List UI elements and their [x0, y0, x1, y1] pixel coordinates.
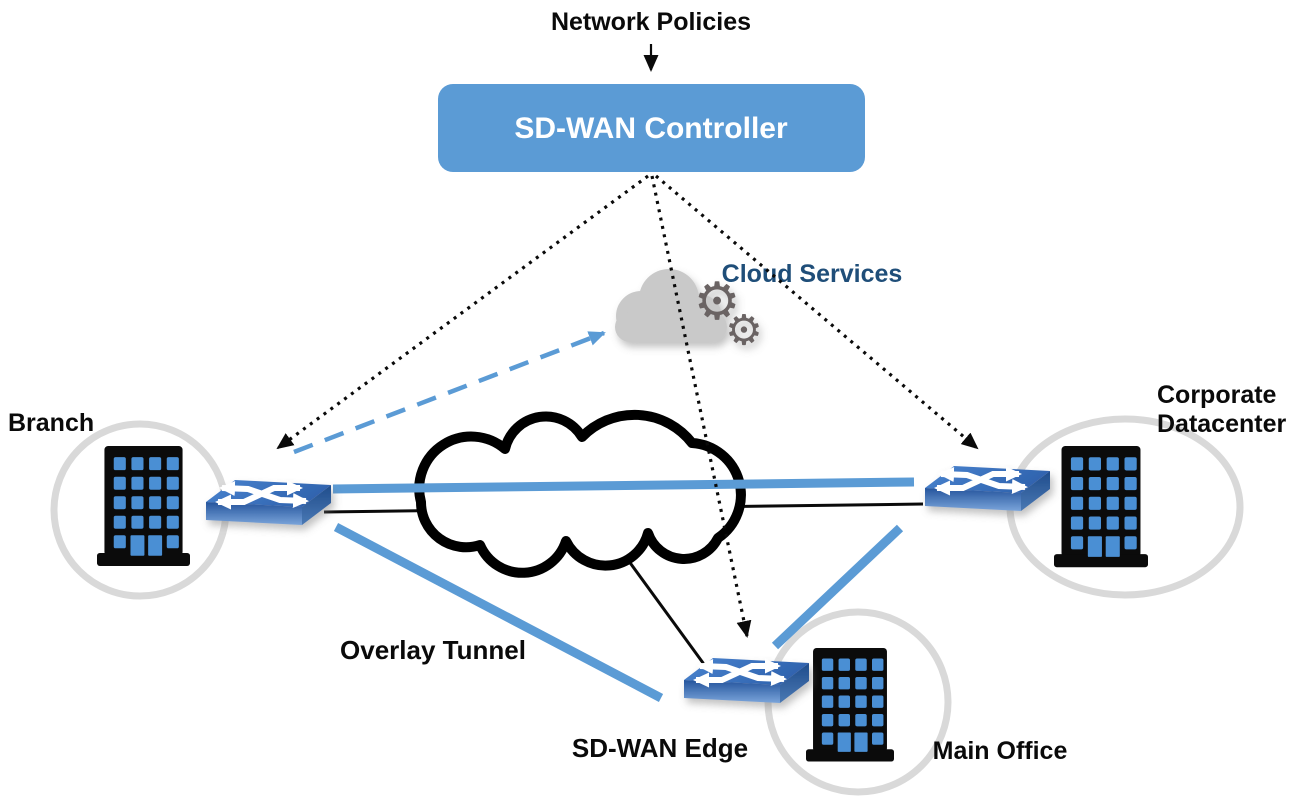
datacenter-label-line1: Corporate: [1157, 381, 1277, 409]
control-dotted-arrow-datacenter: [654, 174, 979, 450]
branch-building-icon: [97, 446, 190, 566]
sd-wan-controller-label: SD-WAN Controller: [514, 112, 788, 145]
datacenter-label-line2: Datacenter: [1157, 410, 1286, 438]
datacenter-building-icon: [1054, 446, 1148, 568]
overlay-tunnels: [332, 477, 915, 702]
cloud-services-label: Cloud Services: [722, 260, 903, 288]
wan-cloud-icon: [414, 409, 746, 578]
gear-icon: ⚙: [725, 306, 763, 355]
branch-switch-icon: [206, 480, 331, 525]
control-dotted-arrow-edge: [650, 175, 752, 638]
main-office-label: Main Office: [933, 737, 1068, 765]
sd-wan-edge-label: SD-WAN Edge: [572, 733, 748, 763]
overlay-tunnel-edge-datacenter: [771, 524, 904, 650]
main-office-building-icon: [806, 648, 894, 762]
cloud-services-icon: ⚙ ⚙: [615, 269, 763, 355]
cloud-access-dashed-arrow: [293, 330, 606, 455]
control-dotted-arrow-branch: [276, 174, 649, 450]
control-connections: [276, 174, 979, 638]
overlay-tunnel-label: Overlay Tunnel: [340, 635, 526, 665]
cloud-icon: [615, 269, 727, 342]
gear-icon: ⚙: [694, 272, 741, 332]
sd-wan-controller-box: [438, 84, 865, 172]
overlay-tunnel-branch-datacenter: [332, 477, 915, 494]
network-policies-label: Network Policies: [551, 8, 751, 36]
branch-label: Branch: [8, 409, 94, 437]
overlay-tunnel-branch-edge: [333, 523, 664, 702]
